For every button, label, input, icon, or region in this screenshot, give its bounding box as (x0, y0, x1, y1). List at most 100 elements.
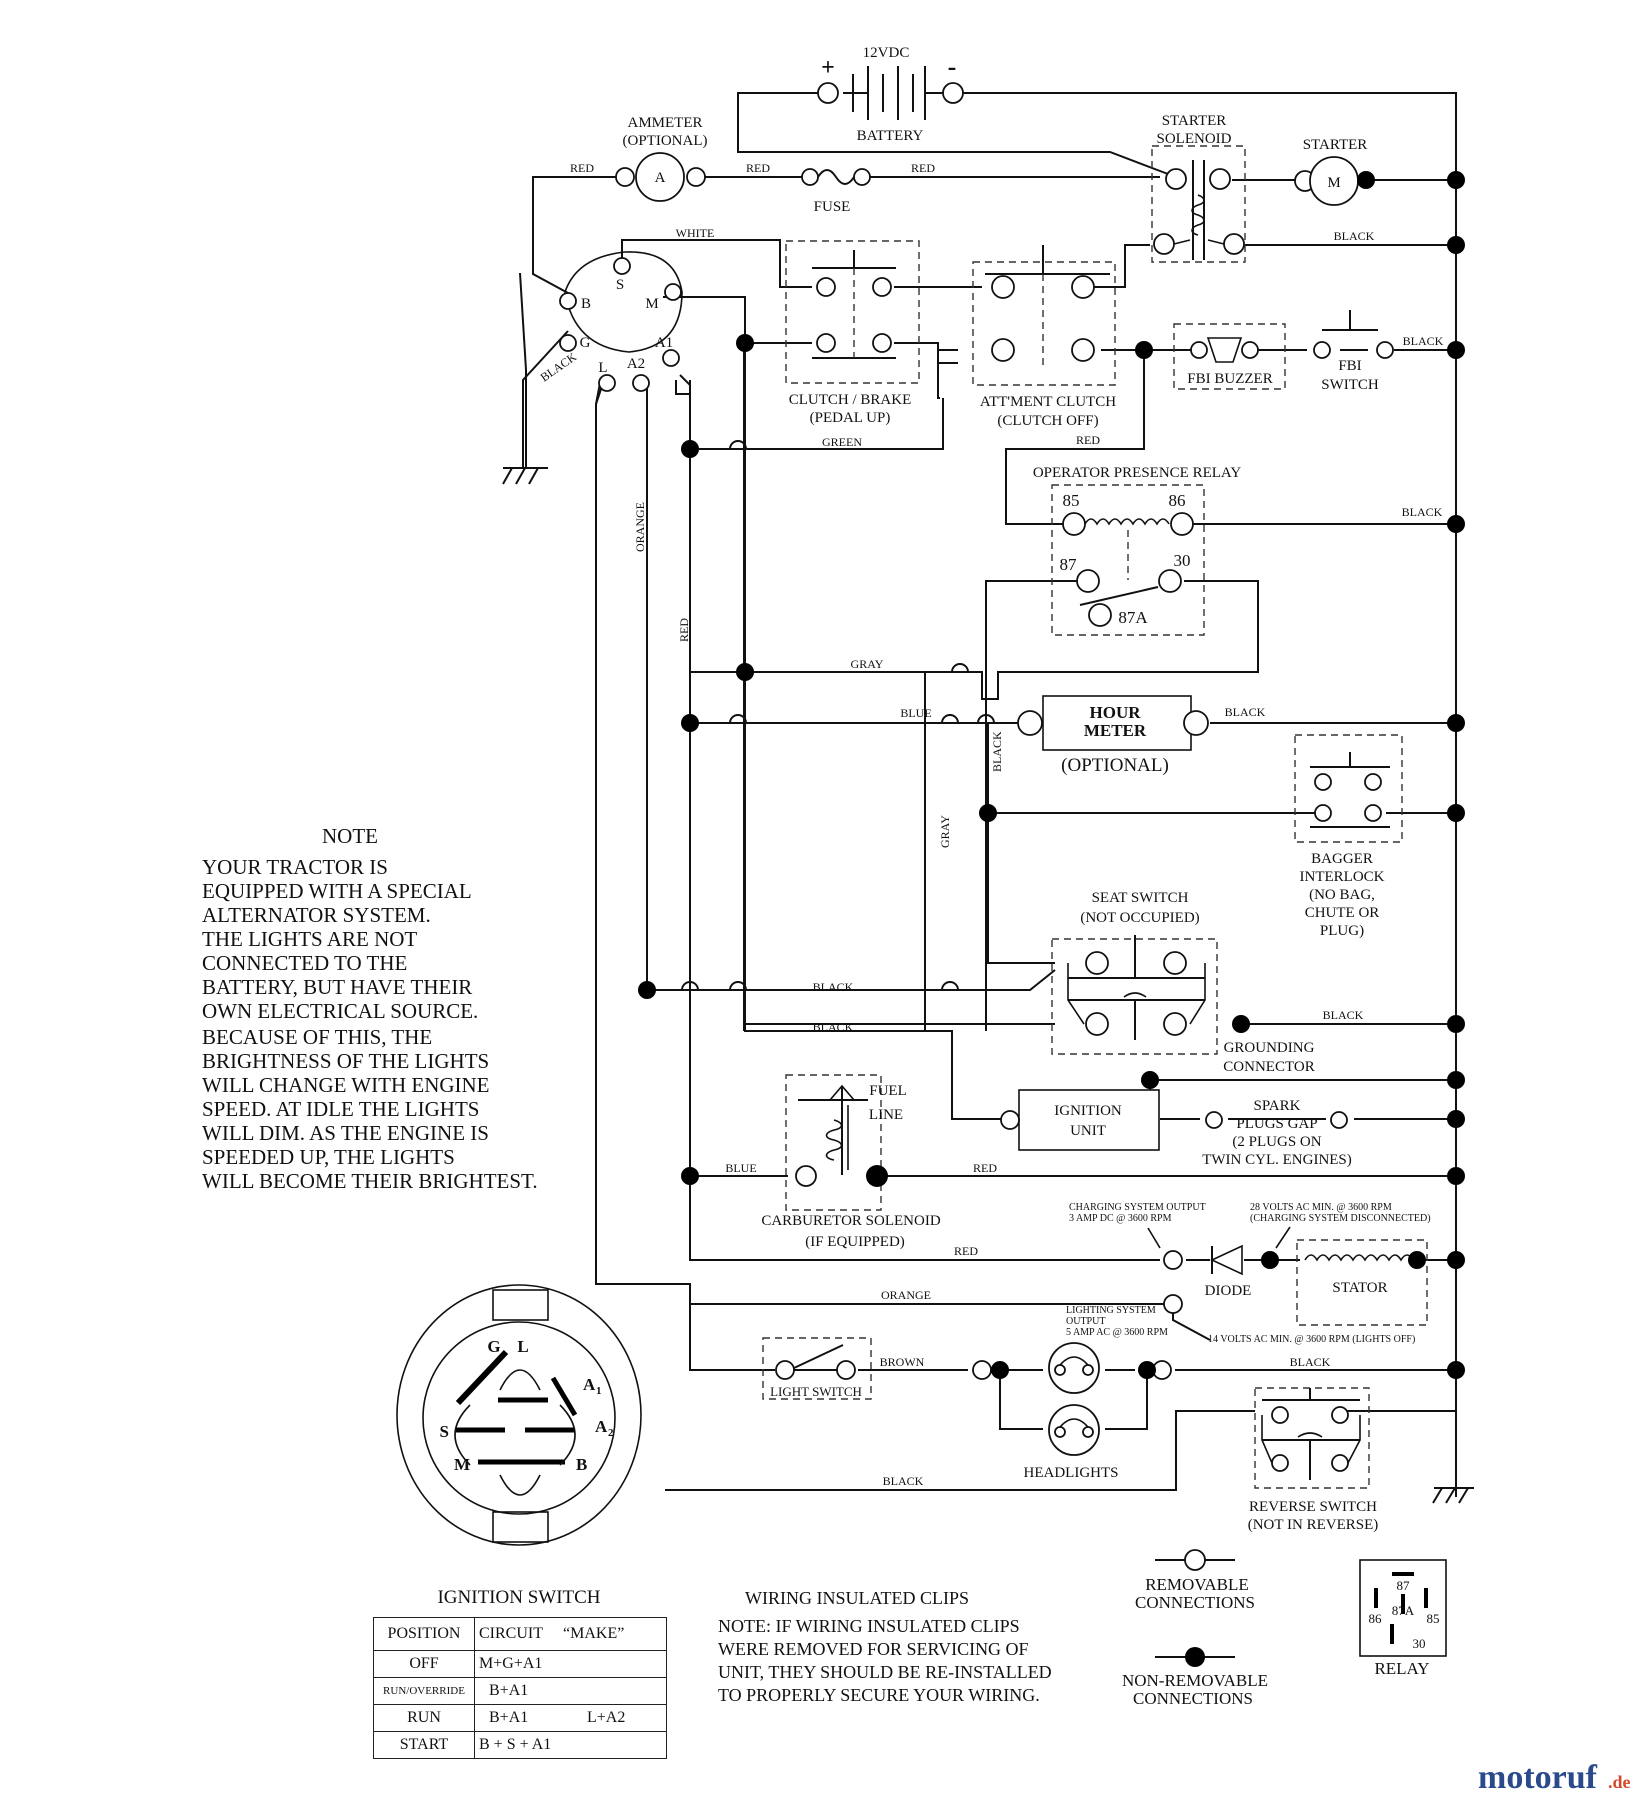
spark-label-2: PLUGS GAP (1236, 1116, 1317, 1132)
note-line: BECAUSE OF THIS, THE (202, 1025, 432, 1049)
starter-motor: M STARTER (1294, 137, 1367, 206)
switch-letter-a1: A (583, 1375, 596, 1394)
volts28-2: (CHARGING SYSTEM DISCONNECTED) (1250, 1213, 1431, 1224)
fbi-switch-label-2: SWITCH (1321, 377, 1379, 393)
note-line: WILL BECOME THEIR BRIGHTEST. (202, 1169, 538, 1193)
clutch-brake-label: CLUTCH / BRAKE (789, 392, 912, 408)
legend-relay-85: 85 (1427, 1611, 1440, 1626)
ignition-switch-face: G L A 1 S A 2 M B IGNITION SWITCH (396, 1284, 642, 1608)
legend-relay-87: 87 (1397, 1578, 1411, 1593)
carb-state: (IF EQUIPPED) (805, 1234, 905, 1250)
battery-label: BATTERY (857, 128, 924, 144)
switch-letter-s: S (440, 1422, 449, 1441)
note-line: YOUR TRACTOR IS (202, 855, 388, 879)
spark-label-1: SPARK (1254, 1098, 1301, 1114)
table-row: RUN B+A1 L+A2 (373, 1704, 667, 1732)
fbi-switch: FBI SWITCH (1313, 310, 1394, 393)
starter-solenoid: STARTER SOLENOID (1153, 113, 1245, 260)
switch-letter-g: G (487, 1337, 500, 1356)
switch-letter-b: B (576, 1455, 587, 1474)
fbi-switch-label-1: FBI (1338, 358, 1361, 374)
wire-label-black: BLACK (1402, 505, 1443, 519)
lighting-output-1: LIGHTING SYSTEM (1066, 1305, 1156, 1316)
ammeter: A AMMETER (OPTIONAL) (615, 115, 707, 202)
reverse-switch-state: (NOT IN REVERSE) (1248, 1517, 1379, 1533)
wire-label-gray: GRAY (851, 657, 884, 671)
wire-label-black: BLACK (538, 349, 580, 384)
carburetor-solenoid: FUEL LINE CARBURETOR SOLENOID (IF EQUIPP… (761, 1083, 940, 1250)
hour-meter: HOUR METER (OPTIONAL) (1017, 695, 1209, 776)
table-row: OFF M+G+A1 (373, 1650, 667, 1678)
switch-letter-l: L (517, 1337, 528, 1356)
attm-clutch-state: (CLUTCH OFF) (997, 413, 1098, 429)
table-row: START B + S + A1 (373, 1731, 667, 1759)
switch-letter-a2-sub: 2 (608, 1427, 614, 1439)
note-line: SPEEDED UP, THE LIGHTS (202, 1145, 455, 1169)
wire-label-red: RED (677, 618, 691, 642)
wire-label-blue: BLUE (900, 706, 931, 720)
table-cell-extra: L+A2 (583, 1704, 667, 1732)
diode-label: DIODE (1205, 1283, 1252, 1299)
table-cell-circuit: B+A1 (474, 1677, 667, 1705)
lighting-output-2: OUTPUT (1066, 1316, 1105, 1327)
wire-label-black: BLACK (990, 731, 1004, 772)
watermark-main: motoruf (1478, 1759, 1598, 1796)
relay-terminal-87: 87 (1060, 555, 1078, 574)
ammeter-label: AMMETER (628, 115, 703, 131)
wire-label-red: RED (570, 161, 594, 175)
legend-relay-86: 86 (1369, 1611, 1383, 1626)
relay-terminal-86: 86 (1169, 491, 1186, 510)
wire-label-green: GREEN (822, 435, 862, 449)
fuel-line-label-2: LINE (869, 1107, 903, 1123)
light-switch: LIGHT SWITCH (770, 1344, 862, 1399)
watermark-logo: motoruf .de (1478, 1759, 1631, 1796)
bagger-label-2: INTERLOCK (1300, 869, 1385, 885)
clips-title: WIRING INSULATED CLIPS (745, 1588, 969, 1608)
headlights-label: HEADLIGHTS (1024, 1465, 1119, 1481)
starter-solenoid-label-1: STARTER (1162, 113, 1227, 129)
volts28-1: 28 VOLTS AC MIN. @ 3600 RPM (1250, 1202, 1392, 1213)
clips-line: UNIT, THEY SHOULD BE RE-INSTALLED (718, 1662, 1052, 1682)
battery-minus: - (948, 52, 957, 81)
ignition-switch-terminals: S B M G A1 L A2 (559, 251, 683, 392)
clips-line: WERE REMOVED FOR SERVICING OF (718, 1639, 1029, 1659)
spark-label-4: TWIN CYL. ENGINES) (1202, 1152, 1352, 1168)
stator-label: STATOR (1332, 1280, 1387, 1296)
legend-nonremovable-2: CONNECTIONS (1133, 1689, 1253, 1708)
clips-line: TO PROPERLY SECURE YOUR WIRING. (718, 1685, 1040, 1705)
bagger-label-4: CHUTE OR (1305, 905, 1380, 921)
bagger-label-3: (NO BAG, (1309, 887, 1375, 903)
terminal-g: G (580, 335, 591, 351)
fuse: FUSE (801, 168, 871, 215)
note-line: WILL CHANGE WITH ENGINE (202, 1073, 490, 1097)
wire-label-orange: ORANGE (881, 1288, 931, 1302)
terminal-l: L (598, 360, 607, 376)
note-line: OWN ELECTRICAL SOURCE. (202, 999, 478, 1023)
relay-terminal-85: 85 (1063, 491, 1080, 510)
attm-clutch-label: ATT'MENT CLUTCH (980, 394, 1116, 410)
terminal-b: B (581, 296, 591, 312)
note-line: SPEED. AT IDLE THE LIGHTS (202, 1097, 479, 1121)
ignition-unit: IGNITION UNIT (1000, 1089, 1160, 1151)
wire-label-red: RED (954, 1244, 978, 1258)
fbi-buzzer: FBI BUZZER (1187, 337, 1273, 387)
spark-plugs: SPARK PLUGS GAP (2 PLUGS ON TWIN CYL. EN… (1202, 1098, 1352, 1168)
junction-dots (638, 171, 1465, 1379)
hour-meter-label-1: HOUR (1090, 703, 1142, 722)
ammeter-symbol: A (655, 170, 666, 186)
relay-terminal-30: 30 (1174, 551, 1191, 570)
charging-output-2: 3 AMP DC @ 3600 RPM (1069, 1213, 1172, 1224)
clips-line: NOTE: IF WIRING INSULATED CLIPS (718, 1616, 1020, 1636)
watermark-suffix: .de (1608, 1772, 1631, 1792)
wire-labels: RED RED RED WHITE BLACK BLACK RED GREEN … (538, 161, 1444, 1488)
wire-label-brown: BROWN (880, 1355, 925, 1369)
starter-symbol: M (1327, 175, 1340, 191)
legend: REMOVABLE CONNECTIONS NON-REMOVABLE CONN… (1122, 1549, 1447, 1708)
note-line: CONNECTED TO THE (202, 951, 407, 975)
wire-label-black: BLACK (883, 1474, 924, 1488)
switch-letter-a1-sub: 1 (596, 1385, 602, 1397)
grounding-connector: GROUNDING CONNECTOR (1223, 1040, 1314, 1075)
battery-voltage: 12VDC (863, 45, 910, 61)
table-cell-position: START (373, 1731, 475, 1759)
charging-output-1: CHARGING SYSTEM OUTPUT (1069, 1202, 1206, 1213)
